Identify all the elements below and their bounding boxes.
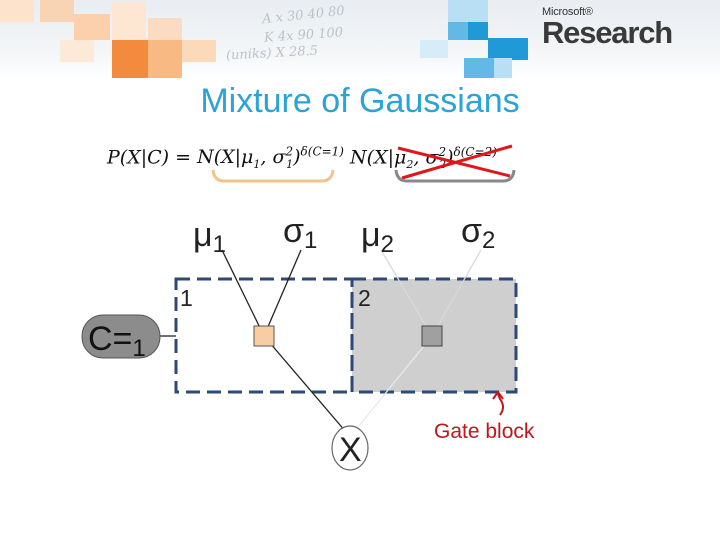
logo-big-text: Research: [542, 15, 673, 50]
brace-active: [211, 169, 335, 183]
logo-small-text: Microsoft®: [542, 6, 593, 18]
edge-inactive: [380, 249, 433, 337]
deco-square: [148, 18, 182, 40]
edge: [263, 249, 302, 337]
cross-stroke: [401, 144, 513, 180]
sigma2-node: σ2: [461, 212, 495, 254]
deco-square: [448, 22, 468, 40]
gate-arrow: [497, 393, 504, 416]
x-node-label: X: [339, 431, 362, 469]
factor-active: [253, 325, 275, 347]
gate-1-box: [174, 277, 354, 394]
mu2-node: μ2: [361, 216, 394, 258]
term2-exponent: δ(C=2): [453, 145, 497, 159]
edge-inactive: [431, 249, 482, 337]
deco-square: [494, 58, 512, 78]
term2-text: N(X|μ: [350, 146, 407, 169]
term2-close: ): [446, 146, 454, 169]
deco-square: [488, 38, 528, 60]
deco-square: [468, 22, 488, 40]
deco-square: [112, 40, 148, 78]
mu1-node: μ1: [193, 216, 226, 258]
formula-term2: N(X|μ2, σ22): [350, 145, 453, 171]
formula-term1: N(X|μ1, σ21)δ(C=1): [197, 145, 344, 172]
term1-exponent: δ(C=1): [300, 145, 344, 159]
term2-mid: , σ: [413, 146, 439, 169]
deco-square: [420, 40, 448, 58]
term1-text: N(X|μ: [197, 146, 254, 169]
term1-sup: 2: [285, 145, 294, 159]
edge: [263, 335, 347, 433]
microsoft-research-logo: Microsoft® Research: [542, 6, 673, 50]
deco-square: [40, 0, 74, 22]
formula: P(X|C) = N(X|μ1, σ21)δ(C=1) N(X|μ2, σ22)…: [107, 145, 497, 171]
deco-square: [74, 14, 110, 40]
gate-2-label: 2: [358, 285, 371, 311]
deco-square: [148, 40, 182, 78]
x-node: [331, 425, 369, 471]
term2-sup: 2: [438, 145, 447, 159]
slide-title: Mixture of Gaussians: [200, 82, 520, 120]
deco-square: [182, 40, 216, 62]
gate-arrow-head: [492, 390, 504, 400]
gate-1-label: 1: [180, 285, 193, 311]
c-node: [81, 314, 161, 359]
term1-sub2: 1: [286, 158, 294, 172]
term2-sub: 2: [406, 158, 414, 172]
edge: [221, 249, 265, 337]
term1-sub: 1: [253, 158, 261, 172]
gate-block-annotation: Gate block: [434, 420, 535, 443]
c-node-label: C=1: [88, 320, 146, 362]
term2-sub2: 2: [439, 158, 447, 172]
term1-close: ): [293, 146, 301, 169]
deco-square: [448, 0, 488, 22]
sigma1-node: σ1: [283, 212, 317, 254]
edge-inactive: [353, 335, 433, 433]
factor-inactive: [421, 325, 443, 347]
deco-square: [60, 40, 94, 62]
deco-square: [112, 2, 146, 40]
formula-lhs: P(X|C) =: [107, 146, 198, 169]
brace-inactive: [394, 169, 516, 183]
deco-square: [0, 0, 34, 22]
term1-mid: , σ: [260, 146, 286, 169]
deco-square: [464, 58, 494, 78]
